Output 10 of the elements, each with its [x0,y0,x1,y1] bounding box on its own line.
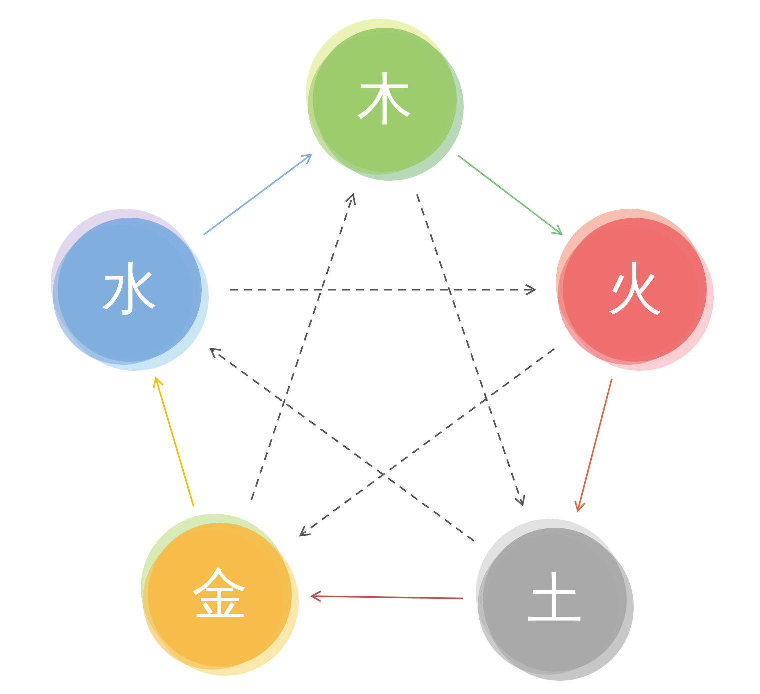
arrow [458,155,563,236]
arrow [311,590,464,602]
arrow [300,348,555,537]
arrow [416,194,526,506]
arrow [250,194,356,500]
arrow [574,378,613,512]
arrow [153,377,195,507]
arrow [203,154,312,236]
arrow [230,284,536,296]
arrow [210,348,475,542]
